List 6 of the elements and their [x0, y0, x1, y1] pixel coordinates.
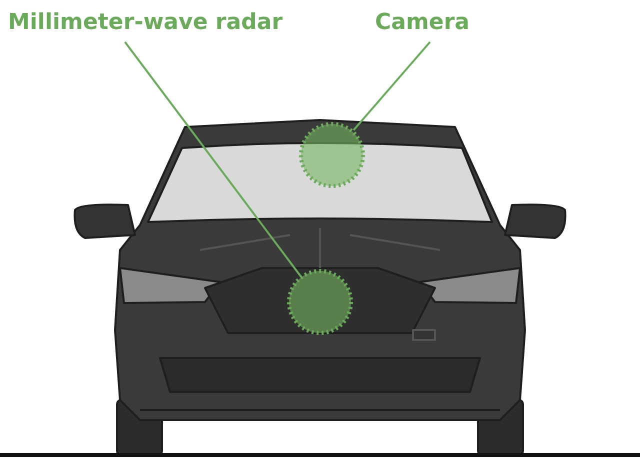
- leader-line: [124, 41, 301, 276]
- callout-label: Camera: [375, 9, 470, 37]
- leader-line: [352, 41, 431, 131]
- callout-label: Millimeter-wave radar: [8, 9, 283, 37]
- highlight-circle: [287, 269, 353, 335]
- highlight-circle: [299, 122, 365, 188]
